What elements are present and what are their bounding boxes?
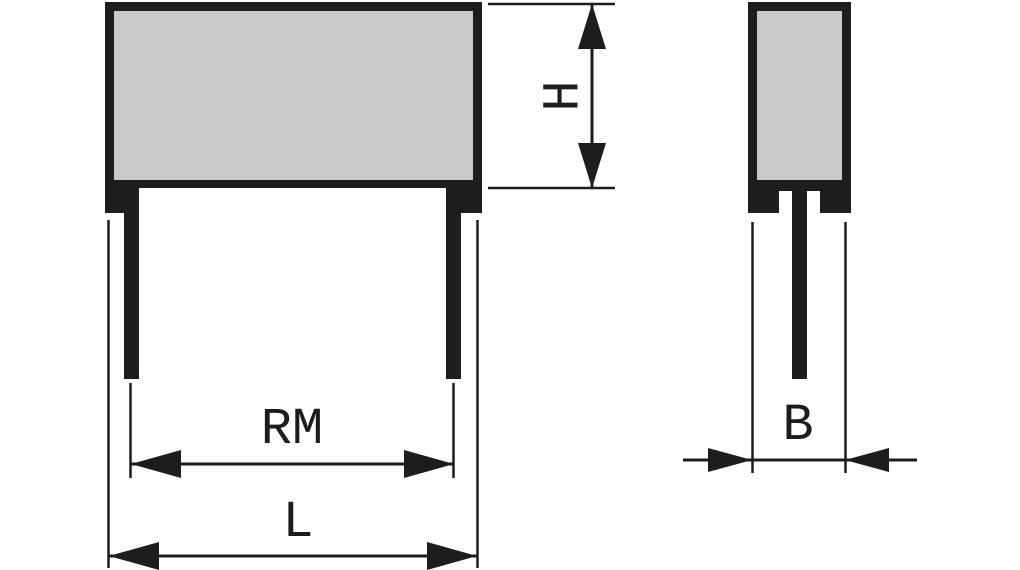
front-right-lead [446, 188, 461, 379]
dimension-rm: RM [129, 383, 455, 478]
b-arrowhead-left-pointing-icon [845, 448, 889, 472]
l-arrowhead-left-icon [109, 542, 159, 570]
rm-arrowhead-left-icon [131, 450, 181, 478]
side-right-foot [820, 191, 851, 213]
front-view [105, 2, 482, 379]
rm-dimension-label: RM [261, 400, 323, 459]
b-dimension-label: B [782, 396, 813, 455]
side-view [748, 2, 851, 379]
h-arrowhead-up-icon [578, 4, 606, 49]
front-body-face [114, 11, 473, 180]
side-body-face [757, 11, 842, 180]
l-dimension-label: L [282, 493, 313, 552]
h-dimension-label: H [535, 80, 594, 111]
front-left-lead [124, 188, 139, 379]
side-left-foot [748, 191, 779, 213]
b-arrowhead-right-pointing-icon [708, 448, 752, 472]
side-lead [792, 188, 807, 379]
dimension-l: L [107, 220, 479, 570]
h-arrowhead-down-icon [578, 143, 606, 188]
rm-arrowhead-right-icon [404, 450, 454, 478]
dimension-b: B [683, 222, 917, 473]
dimension-h: H [488, 2, 615, 190]
l-arrowhead-right-icon [427, 542, 477, 570]
